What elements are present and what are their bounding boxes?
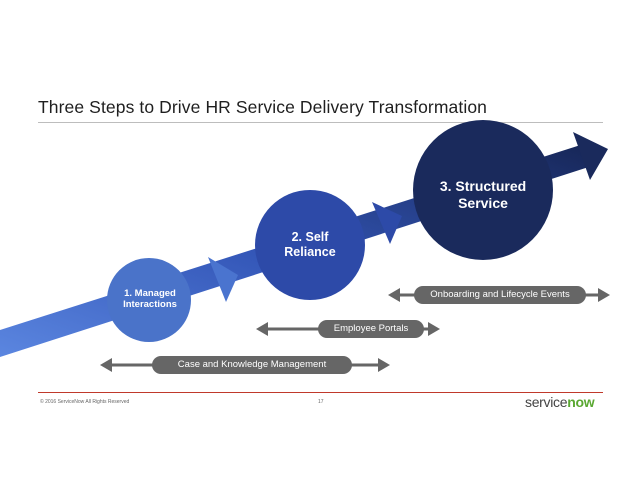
range-portals-label: Employee Portals <box>333 323 409 334</box>
step-2-line1: 2. Self <box>291 230 329 244</box>
step-circle-3 <box>413 120 553 260</box>
step-3-line1: 3. Structured <box>439 178 527 194</box>
range-onboarding <box>388 286 610 304</box>
step-3-label: 3. Structured Service <box>418 178 548 212</box>
arrow-head-1 <box>208 257 238 302</box>
step-1-line1: 1. Managed <box>124 288 176 299</box>
copyright-text: © 2016 ServiceNow All Rights Reserved <box>40 399 130 405</box>
step-2-label: 2. Self Reliance <box>262 230 358 260</box>
step-circle-2 <box>255 190 365 300</box>
range-onboarding-label: Onboarding and Lifecycle Events <box>430 289 570 300</box>
page-number: 17 <box>318 399 324 405</box>
step-3-line2: Service <box>458 194 508 211</box>
range-case-knowledge <box>100 356 390 374</box>
step-2-line2: Reliance <box>284 245 336 259</box>
step-1-line2: Interactions <box>123 299 177 311</box>
logo-suffix: now <box>567 394 595 410</box>
range-case-label: Case and Knowledge Management <box>177 359 327 370</box>
title-divider <box>38 122 603 123</box>
arrow-head-3 <box>573 132 608 180</box>
step-circle-1 <box>107 258 191 342</box>
logo-prefix: service <box>525 394 568 410</box>
servicenow-logo: servicenow <box>525 394 595 410</box>
slide-title: Three Steps to Drive HR Service Delivery… <box>38 97 487 117</box>
arrow-head-2 <box>372 202 402 244</box>
range-portals <box>256 320 440 338</box>
footer-divider <box>38 392 603 393</box>
step-1-label: 1. Managed Interactions <box>110 288 190 311</box>
